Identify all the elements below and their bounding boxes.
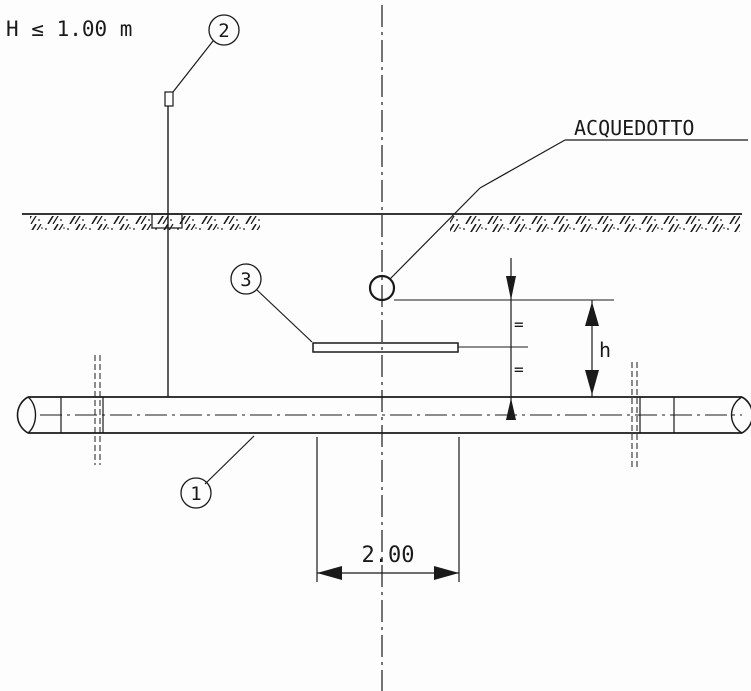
- callout-1: 1: [180, 435, 255, 509]
- protection-slab: [312, 342, 459, 353]
- aqueduct-pipe: ACQUEDOTTO: [368, 116, 748, 302]
- h-dimension: h: [585, 300, 611, 397]
- callout-1-number: 1: [190, 483, 201, 505]
- width-dimension: 2.00: [316, 437, 460, 582]
- equal-mark-top: =: [514, 315, 524, 334]
- equal-mark-bottom: =: [514, 360, 524, 379]
- main-pipe: [16, 355, 751, 470]
- callout-3-number: 3: [240, 269, 251, 291]
- aqueduct-label: ACQUEDOTTO: [574, 116, 694, 140]
- marker-post-head: [164, 91, 174, 107]
- width-dimension-label: 2.00: [362, 543, 415, 568]
- equal-spacing-dimension: = =: [506, 258, 524, 420]
- height-limit-label: H ≤ 1.00 m: [6, 17, 132, 41]
- ground-surface: [22, 213, 742, 232]
- callout-2-number: 2: [218, 20, 229, 42]
- callout-3: 3: [230, 263, 313, 343]
- callout-2: 2: [164, 14, 240, 107]
- h-dimension-label: h: [599, 338, 611, 362]
